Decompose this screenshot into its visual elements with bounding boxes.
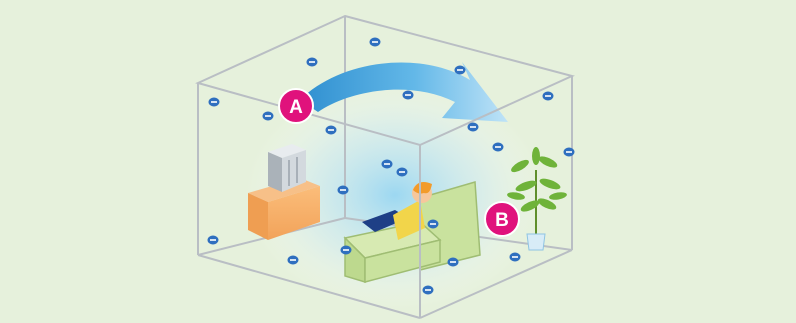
minus-ion-icon (209, 98, 220, 107)
minus-ion-icon (564, 148, 575, 157)
minus-ion-icon (208, 236, 219, 245)
minus-ion-icon (543, 92, 554, 101)
marker-b-label: B (495, 210, 509, 231)
minus-ion-icon (370, 38, 381, 47)
minus-ion-icon (263, 112, 274, 121)
minus-ion-icon (455, 66, 466, 75)
minus-ion-icon (493, 143, 504, 152)
minus-ion-icon (510, 253, 521, 262)
marker-a: A (279, 89, 313, 123)
minus-ion-icon (288, 256, 299, 265)
minus-ion-icon (448, 258, 459, 267)
minus-ion-icon (341, 246, 352, 255)
minus-ion-icon (428, 220, 439, 229)
minus-ion-icon (382, 160, 393, 169)
minus-ion-icon (423, 286, 434, 295)
minus-ion-icon (468, 123, 479, 132)
minus-ion-icon (397, 168, 408, 177)
minus-ion-icon (338, 186, 349, 195)
minus-ion-icon (307, 58, 318, 67)
minus-ion-icon (326, 126, 337, 135)
marker-b: B (485, 202, 519, 236)
marker-a-label: A (289, 97, 303, 118)
minus-ion-icon (403, 91, 414, 100)
